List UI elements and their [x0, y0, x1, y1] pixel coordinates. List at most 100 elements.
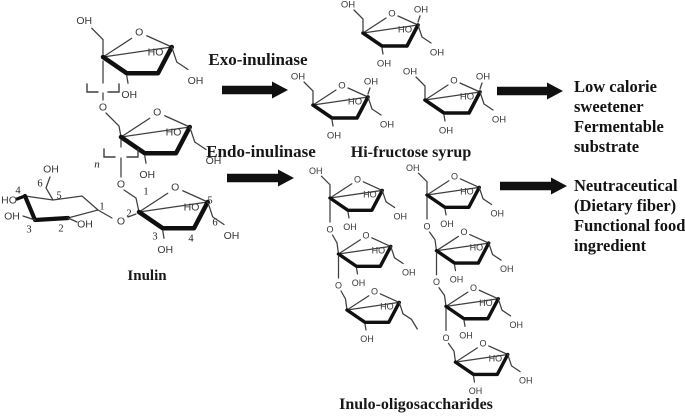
atom-label: OH	[380, 119, 394, 130]
atom-label: HO	[479, 298, 493, 308]
atom-label: O	[480, 339, 487, 349]
atom-label: OH	[492, 114, 506, 125]
atom-label: HO	[398, 24, 412, 35]
atom-label: HO	[363, 190, 377, 200]
atom-label: OH	[139, 169, 155, 181]
atom-label: O	[153, 106, 161, 118]
atom-label: 2	[58, 223, 63, 234]
atom-label: OH	[157, 244, 173, 256]
atom-label: O	[423, 221, 430, 231]
atom-label: OH	[4, 210, 20, 222]
atom-label: 3	[152, 231, 157, 242]
atom-label: 6	[37, 178, 42, 189]
atom-label: HO	[348, 96, 362, 107]
atom-label: OH	[439, 125, 453, 136]
atom-label: n	[94, 158, 100, 170]
atom-label: OH	[121, 89, 137, 101]
atom-label: O	[433, 277, 440, 287]
endo-inulinase-label: Endo-inulinase	[206, 142, 316, 161]
atom-label: O	[363, 230, 370, 240]
atom-label: 4	[15, 185, 21, 196]
syrup-application-arrow	[497, 82, 563, 100]
atom-label: 5	[56, 190, 61, 201]
atom-label: O	[326, 224, 333, 234]
atom-label: HO	[372, 246, 386, 256]
atom-label: OH	[377, 58, 391, 69]
application-line: Fermentable	[574, 117, 664, 136]
atom-label: OH	[459, 330, 473, 340]
atom-label: 4	[188, 233, 194, 244]
atom-label: O	[338, 80, 345, 91]
atom-label: HO	[184, 201, 200, 213]
atom-label: OH	[364, 76, 378, 87]
atom-label: OH	[352, 278, 366, 288]
atom-label: HO	[470, 242, 484, 252]
atom-label: 1	[143, 186, 148, 197]
atom-label: OH	[440, 219, 454, 229]
atom-label: OH	[500, 264, 514, 274]
atom-label: OH	[343, 222, 357, 232]
atom-label: 1	[99, 201, 104, 212]
atom-label: HO	[460, 187, 474, 197]
atom-label: HO	[148, 46, 164, 58]
atom-label: HO	[1, 194, 17, 206]
application-line: (Dietary fiber)	[574, 196, 677, 215]
atom-label: OH	[309, 166, 323, 176]
atom-label: O	[135, 26, 143, 38]
atom-label: OH	[76, 15, 92, 27]
atom-label: OH	[491, 208, 505, 218]
atom-label: OH	[414, 4, 428, 15]
oligo-applications-text: Neutraceutical(Dietary fiber)Functional …	[574, 176, 685, 256]
arrow-shape	[500, 177, 567, 195]
atom-label: OH	[224, 230, 240, 242]
atom-label: O	[470, 283, 477, 293]
atom-label: HO	[489, 354, 503, 364]
arrow-shape	[497, 82, 563, 100]
arrow-shape	[222, 81, 288, 99]
atom-label: HO	[460, 91, 474, 102]
atom-label: OH	[402, 267, 416, 277]
atom-label: O	[388, 8, 395, 19]
atom-label: OH	[77, 218, 93, 230]
atom-label: OH	[341, 0, 355, 10]
atom-label: O	[335, 280, 342, 290]
application-line: substrate	[574, 137, 640, 156]
application-line: ingredient	[574, 236, 647, 255]
hi-fructose-syrup-label: Hi-fructose syrup	[350, 144, 472, 161]
atom-label: 2	[126, 208, 131, 219]
atom-label: OH	[291, 71, 305, 82]
atom-label: OH	[206, 155, 222, 167]
application-line: Functional food	[574, 216, 685, 235]
inulin-label: Inulin	[127, 268, 167, 284]
atom-label: OH	[394, 211, 408, 221]
atom-label: O	[450, 75, 457, 86]
exo-inulinase-label: Exo-inulinase	[208, 50, 308, 69]
atom-label: O	[117, 215, 125, 227]
atom-label: OH	[43, 163, 59, 175]
atom-label: OH	[510, 320, 524, 330]
atom-label: OH	[450, 275, 464, 285]
atom-label: 5	[207, 195, 212, 206]
atom-label: OH	[406, 163, 420, 173]
atom-label: O	[371, 286, 378, 296]
atom-label: O	[354, 174, 361, 184]
atom-label: OH	[476, 71, 490, 82]
atom-label: OH	[188, 75, 204, 87]
atom-label: OH	[403, 66, 417, 77]
atom-label: O	[461, 227, 468, 237]
atom-label: HO	[166, 126, 182, 138]
atom-label: OH	[327, 130, 341, 141]
atom-label: HO	[380, 302, 394, 312]
inulo-oligosaccharides-label: Inulo-oligosaccharides	[339, 396, 493, 413]
atom-label: OH	[519, 376, 533, 386]
application-line: Neutraceutical	[574, 176, 678, 195]
atom-label: 6	[212, 217, 217, 228]
exo-reaction-arrow	[222, 81, 288, 99]
